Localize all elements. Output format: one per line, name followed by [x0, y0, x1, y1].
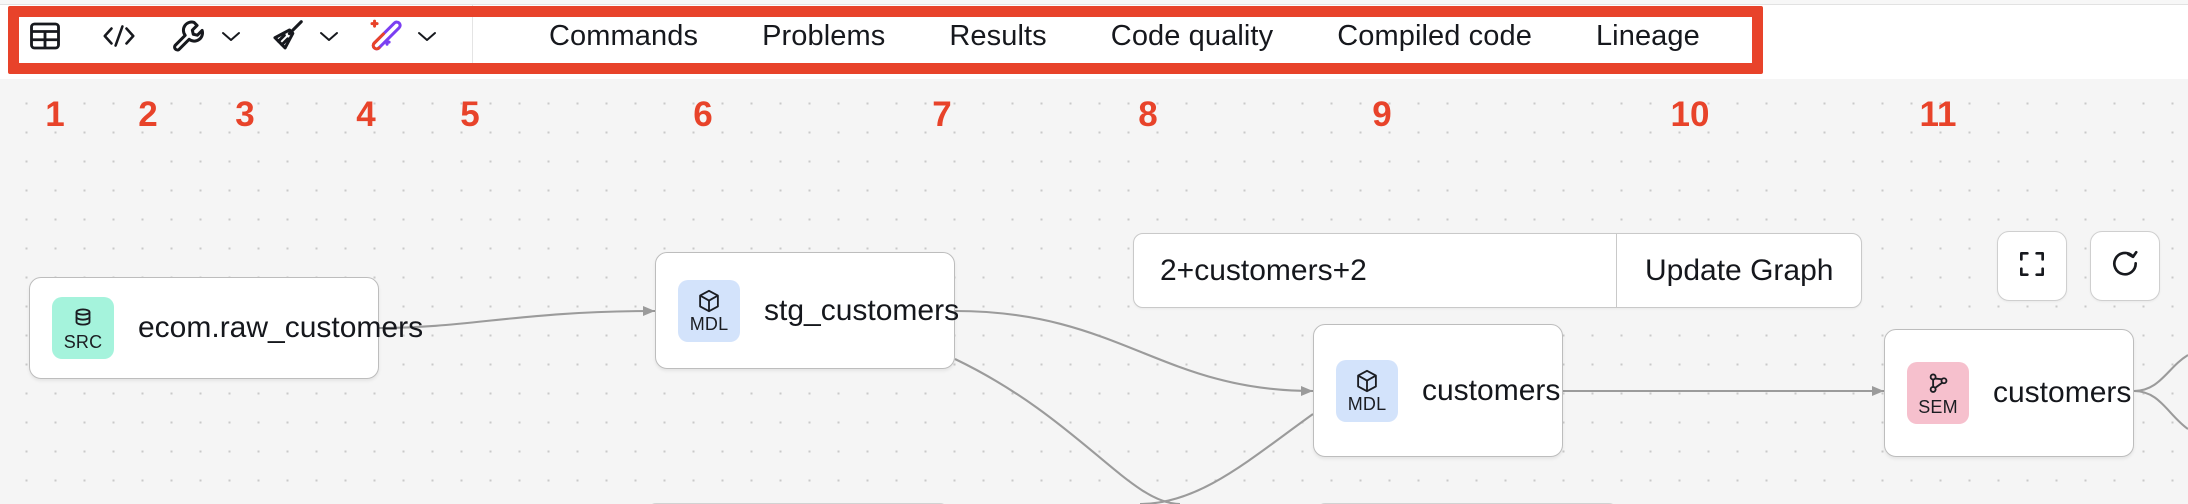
- graph-selector-bar: Update Graph: [1133, 233, 1863, 308]
- code-view-button[interactable]: [96, 13, 142, 59]
- lineage-canvas[interactable]: 1 2 3 4 5 6 7 8 9 10 11 Update Graph: [0, 79, 2188, 504]
- annotation-number-4: 4: [356, 95, 376, 134]
- wrench-icon[interactable]: [166, 13, 212, 59]
- editor-tabs: Commands Problems Results Code quality C…: [473, 5, 1732, 67]
- node-badge-mdl: MDL: [1336, 359, 1398, 422]
- table-view-button[interactable]: [22, 13, 68, 59]
- annotation-number-5: 5: [460, 95, 480, 134]
- refresh-button[interactable]: [2090, 231, 2160, 301]
- node-badge-src: SRC: [52, 297, 114, 359]
- chevron-down-icon[interactable]: [212, 13, 250, 59]
- tab-compiled-code[interactable]: Compiled code: [1337, 20, 1532, 52]
- tab-commands[interactable]: Commands: [549, 20, 699, 52]
- node-badge-label: SRC: [63, 331, 103, 352]
- database-icon: [70, 306, 96, 333]
- cube-icon: [696, 288, 722, 315]
- fit-view-icon: [2016, 248, 2048, 285]
- annotation-number-1: 1: [45, 95, 65, 134]
- node-badge-label: MDL: [689, 314, 729, 334]
- format-button[interactable]: [264, 13, 348, 59]
- node-badge-mdl: MDL: [678, 279, 740, 342]
- table-view-icon[interactable]: [22, 13, 68, 59]
- node-label: customers: [1422, 373, 1561, 407]
- lineage-node-customers-mdl[interactable]: MDL customers: [1313, 324, 1563, 457]
- node-badge-sem: SEM: [1907, 362, 1969, 424]
- broom-icon[interactable]: [264, 13, 310, 59]
- editor-toolbar: Commands Problems Results Code quality C…: [0, 5, 2188, 67]
- annotation-number-6: 6: [693, 95, 713, 134]
- toolbar-icon-group: [0, 5, 473, 67]
- annotation-number-2: 2: [138, 95, 158, 134]
- chevron-down-icon[interactable]: [408, 13, 446, 59]
- semantic-icon: [1925, 371, 1951, 398]
- annotation-number-7: 7: [932, 95, 952, 134]
- update-graph-button[interactable]: Update Graph: [1616, 234, 1861, 307]
- lineage-node-stg-customers[interactable]: MDL stg_customers: [655, 252, 959, 369]
- window-top-edge: [0, 0, 2188, 5]
- node-badge-label: MDL: [1347, 394, 1387, 414]
- code-view-icon[interactable]: [96, 13, 142, 59]
- tab-code-quality[interactable]: Code quality: [1110, 20, 1274, 52]
- annotation-number-10: 10: [1670, 95, 1710, 134]
- fit-view-button[interactable]: [1997, 231, 2067, 301]
- annotation-number-11: 11: [1919, 95, 1957, 134]
- annotation-number-8: 8: [1138, 95, 1158, 134]
- node-label: stg_customers: [764, 293, 960, 327]
- node-label: customers: [1993, 376, 2132, 409]
- refresh-icon: [2109, 248, 2141, 285]
- chevron-down-icon[interactable]: [310, 13, 348, 59]
- lineage-node-raw-customers[interactable]: SRC ecom.raw_customers: [29, 277, 423, 379]
- toolbar-divider: [472, 5, 473, 67]
- annotation-number-9: 9: [1372, 95, 1392, 134]
- tab-lineage[interactable]: Lineage: [1595, 20, 1700, 52]
- tab-problems[interactable]: Problems: [762, 20, 886, 52]
- cube-icon: [1354, 368, 1380, 395]
- tools-button[interactable]: [166, 13, 250, 59]
- graph-selector-input[interactable]: [1134, 234, 1616, 307]
- tab-results[interactable]: Results: [949, 20, 1047, 52]
- annotation-number-3: 3: [235, 95, 255, 134]
- lineage-node-customers-sem[interactable]: SEM customers: [1884, 329, 2134, 457]
- ai-assist-button[interactable]: [362, 13, 446, 59]
- node-badge-label: SEM: [1918, 396, 1958, 417]
- node-label: ecom.raw_customers: [138, 311, 424, 344]
- magic-wand-icon[interactable]: [362, 13, 408, 59]
